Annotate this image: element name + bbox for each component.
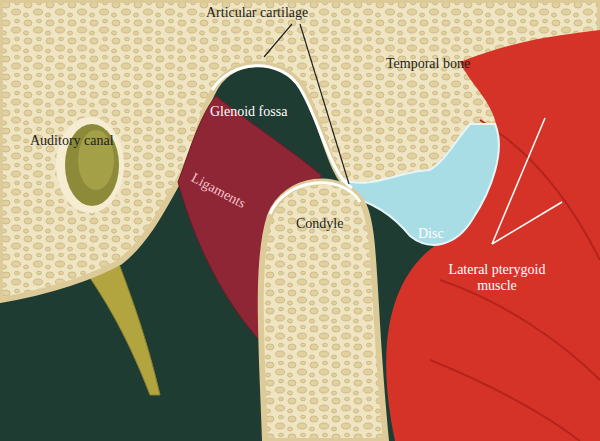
part-label: Condyle [296, 216, 343, 232]
part-label: Temporal bone [386, 56, 470, 72]
part-label: Lateral pterygoid muscle [438, 262, 556, 294]
part-label: Glenoid fossa [210, 104, 287, 120]
part-label: Auditory canal [30, 133, 114, 149]
part-label: Disc [418, 226, 444, 242]
part-label: Articular cartilage [206, 5, 308, 21]
